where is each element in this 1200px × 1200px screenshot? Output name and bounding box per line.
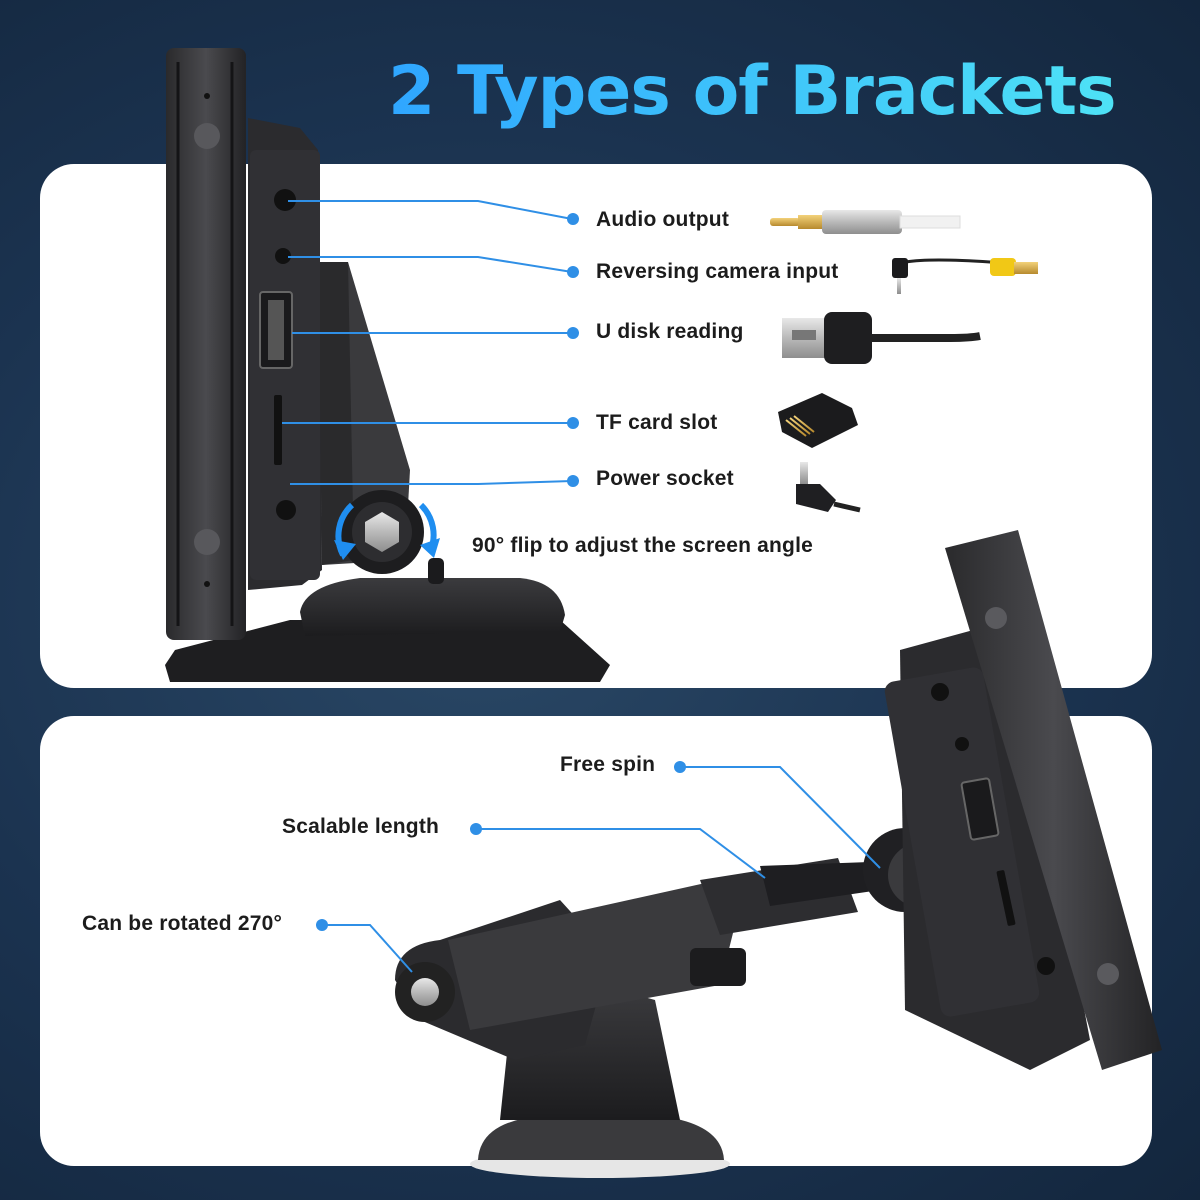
callout-power-socket: Power socket [596, 467, 734, 490]
callout-u-disk-reading: U disk reading [596, 320, 744, 343]
callout-rotated-270: Can be rotated 270° [82, 912, 283, 935]
callout-reversing-camera-input: Reversing camera input [596, 260, 839, 283]
rca-camera-cable-icon [892, 258, 1038, 294]
callout-scalable-length: Scalable length [282, 815, 440, 838]
page-title: 2 Types of Brackets [388, 52, 1117, 131]
bottom-callout-lines [322, 766, 881, 973]
tf-card-icon [778, 393, 858, 448]
flip-angle-note: 90° flip to adjust the screen angle [472, 534, 813, 557]
callout-audio-output: Audio output [596, 208, 730, 231]
callout-free-spin: Free spin [560, 753, 656, 776]
suction-mount-device-view [395, 530, 1162, 1178]
audio-jack-cable-icon [770, 210, 961, 234]
callout-tf-card-slot: TF card slot [596, 411, 718, 434]
dc-power-plug-icon [796, 462, 861, 513]
usb-cable-icon [782, 312, 981, 364]
dashboard-device-side-view [165, 48, 610, 682]
top-callout-lines [282, 200, 573, 485]
